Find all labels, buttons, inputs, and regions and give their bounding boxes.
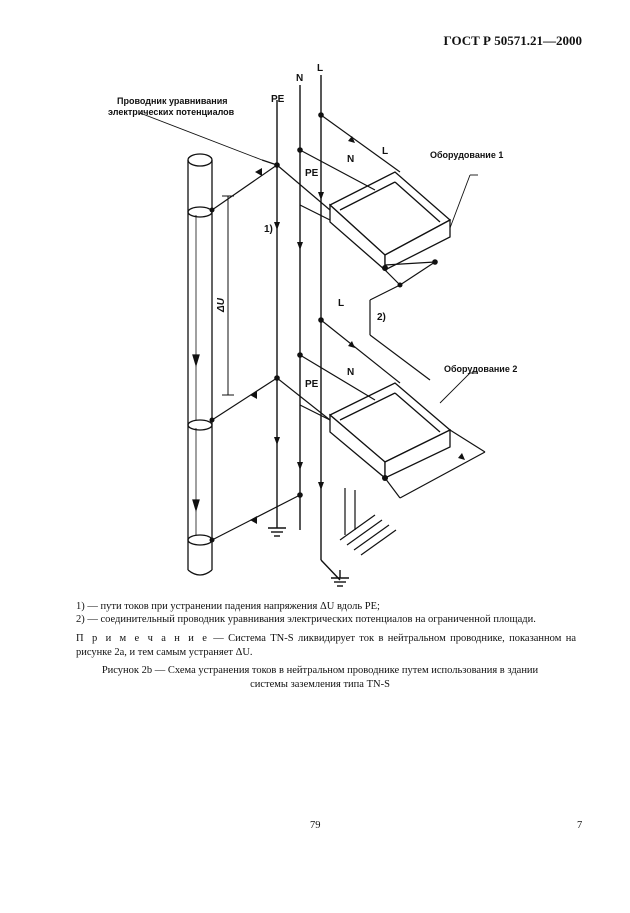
label-delta-u: ΔU xyxy=(216,297,227,313)
label-n-eq2: N xyxy=(347,367,354,378)
remark-text: — Система TN-S ликвидирует ток в нейтрал… xyxy=(76,633,576,658)
delta-u-dimension xyxy=(222,195,234,396)
remark: П р и м е ч а н и е — Система TN-S ликви… xyxy=(76,632,576,660)
label-pe-eq1: PE xyxy=(305,168,319,179)
figure-caption: Рисунок 2b — Схема устранения токов в не… xyxy=(60,664,580,692)
label-l-eq1: L xyxy=(382,146,388,157)
label-conductor-line1: Проводник уравнивания xyxy=(117,96,227,106)
label-n-eq1: N xyxy=(347,154,354,165)
label-l-mid: L xyxy=(338,298,344,309)
equipment-2-box xyxy=(328,382,452,480)
label-equipment-2: Оборудование 2 xyxy=(444,364,517,374)
page-number-right: 7 xyxy=(577,820,583,831)
wiring-diagram: Проводник уравнивания электрических поте… xyxy=(108,63,517,587)
label-pe-eq2: PE xyxy=(305,379,319,390)
label-l-top: L xyxy=(317,63,323,74)
label-pe-top: PE xyxy=(271,94,285,105)
label-n-top: N xyxy=(296,73,303,84)
equipment-1-box xyxy=(328,171,452,272)
label-equipment-1: Оборудование 1 xyxy=(430,150,503,160)
ground-symbol-main xyxy=(331,570,349,587)
remark-lead: П р и м е ч а н и е xyxy=(76,633,209,644)
ground-symbol-pe xyxy=(268,520,286,537)
label-path-1: 1) xyxy=(264,224,273,235)
label-path-2: 2) xyxy=(377,312,386,323)
page-number-center: 79 xyxy=(310,820,321,831)
label-conductor-line2: электрических потенциалов xyxy=(108,107,235,117)
caption-line-1: Рисунок 2b — Схема устранения токов в не… xyxy=(101,665,539,676)
building-pipe xyxy=(187,153,213,576)
floor-hatch xyxy=(339,488,397,556)
footnote-2: 2) — соединительный проводник уравнивани… xyxy=(76,614,536,625)
document-code: ГОСТ Р 50571.21—2000 xyxy=(443,33,582,48)
caption-line-2: системы заземления типа TN-S xyxy=(250,679,390,690)
footnote-1: 1) — пути токов при устранении падения н… xyxy=(76,601,380,612)
